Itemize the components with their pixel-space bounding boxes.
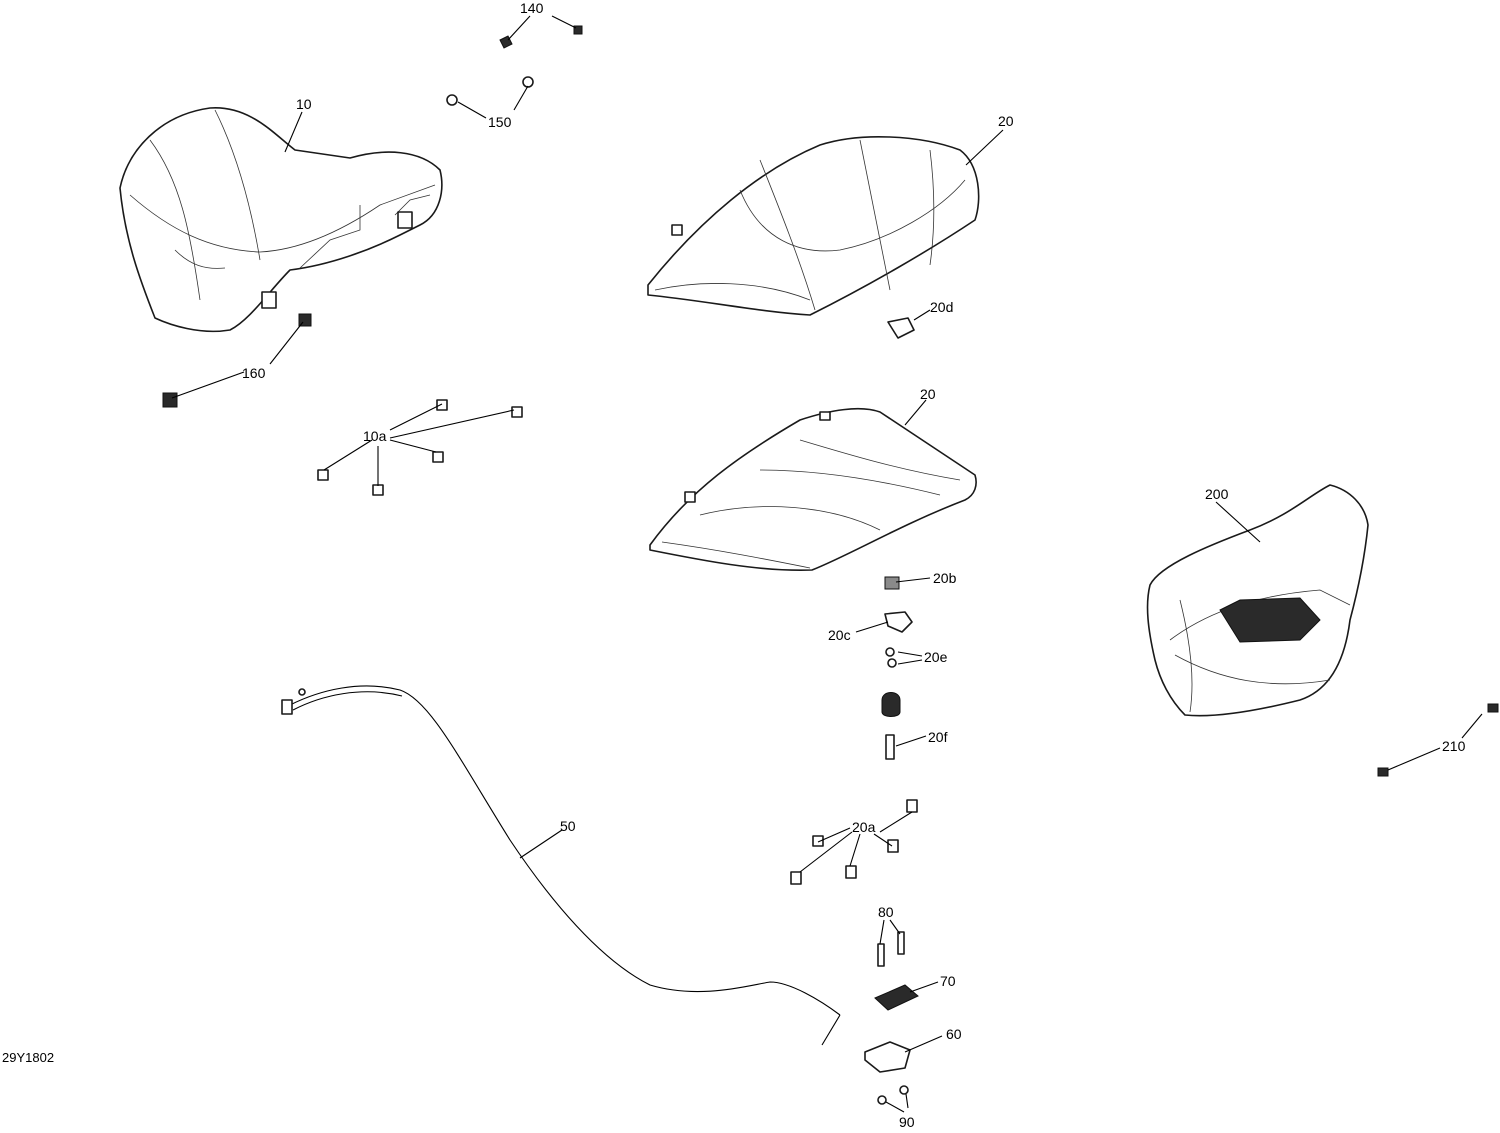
callout-60: 60	[946, 1026, 962, 1042]
bracket-20d[interactable]	[887, 317, 915, 339]
callout-20e: 20e	[924, 649, 948, 665]
callout-90: 90	[899, 1114, 915, 1130]
nut-20b[interactable]	[884, 576, 900, 590]
nut-90[interactable]	[877, 1085, 909, 1105]
callout-160: 160	[242, 365, 266, 381]
callout-20d: 20d	[930, 299, 953, 315]
callout-20a: 20a	[852, 819, 876, 835]
plate-70[interactable]	[874, 984, 919, 1011]
seat-10[interactable]	[119, 107, 443, 333]
seat-20-lower[interactable]	[649, 407, 977, 572]
plate-20c[interactable]	[884, 611, 913, 633]
cable-50[interactable]	[281, 685, 841, 1046]
diagram-code: 29Y1802	[2, 1050, 54, 1065]
bolt-80[interactable]	[877, 931, 905, 967]
washer-20e[interactable]	[885, 647, 897, 668]
callout-labels: 140 150 10 20 20d 160 10a 20 20b 200 20c…	[2, 0, 1466, 1130]
callout-140: 140	[520, 0, 544, 16]
washer-150[interactable]	[446, 76, 534, 106]
screw-140[interactable]	[499, 25, 583, 49]
callout-20b: 20b	[933, 570, 957, 586]
callout-210: 210	[1442, 738, 1466, 754]
callout-20-upper: 20	[998, 113, 1014, 129]
callout-10a: 10a	[363, 428, 387, 444]
callout-10: 10	[296, 96, 312, 112]
callout-50: 50	[560, 818, 576, 834]
leader-lines	[171, 15, 1483, 1113]
callout-20f: 20f	[928, 729, 948, 745]
callout-20-lower: 20	[920, 386, 936, 402]
callout-20c: 20c	[828, 627, 851, 643]
callout-200: 200	[1205, 486, 1229, 502]
grommet-20f[interactable]	[881, 692, 901, 760]
backrest-200[interactable]	[1146, 484, 1369, 717]
screw-210[interactable]	[1377, 703, 1499, 777]
bumpers-20a[interactable]	[790, 799, 918, 885]
callout-150: 150	[488, 114, 512, 130]
callout-80: 80	[878, 904, 894, 920]
seat-20-upper[interactable]	[647, 136, 980, 316]
bracket-60[interactable]	[864, 1041, 911, 1073]
callout-70: 70	[940, 973, 956, 989]
